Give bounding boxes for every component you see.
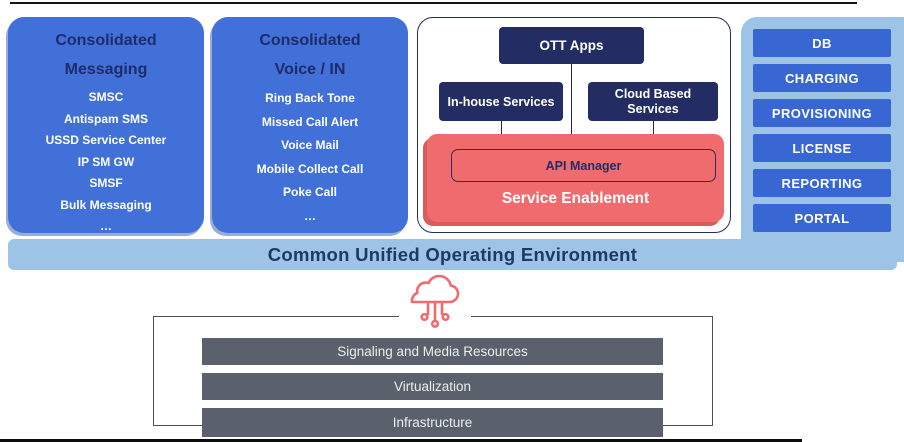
- support-systems-column: DB CHARGING PROVISIONING LICENSE REPORTI…: [741, 17, 904, 262]
- list-item: Voice Mail: [281, 138, 339, 152]
- reporting-box: REPORTING: [753, 169, 891, 197]
- panel-title-line: Voice / IN: [274, 61, 346, 78]
- panel-title-line: Consolidated: [259, 32, 361, 49]
- list-item: Missed Call Alert: [261, 114, 359, 129]
- panel-title-line: Messaging: [64, 61, 148, 78]
- provisioning-box: PROVISIONING: [753, 99, 891, 127]
- license-box: LICENSE: [753, 134, 891, 162]
- panel-title: Consolidated Messaging: [8, 26, 204, 84]
- charging-box: CHARGING: [753, 64, 891, 92]
- virtualization-bar: Virtualization: [202, 373, 663, 400]
- consolidated-voice-panel: Consolidated Voice / IN Ring Back Tone M…: [212, 17, 408, 233]
- panel-item-list: SMSC Antispam SMS USSD Service Center IP…: [8, 87, 204, 238]
- list-item: Ring Back Tone: [265, 91, 355, 105]
- panel-item-list: Ring Back Tone Missed Call Alert Voice M…: [212, 87, 408, 228]
- ott-apps-box: OTT Apps: [499, 27, 644, 64]
- service-enablement-label: Service Enablement: [501, 190, 650, 207]
- common-operating-environment-banner: Common Unified Operating Environment: [8, 239, 897, 270]
- db-box: DB: [753, 29, 891, 57]
- connector-ott-to-api: [570, 64, 572, 150]
- cloud-based-services-box: Cloud Based Services: [588, 82, 718, 121]
- list-item: …: [100, 219, 112, 233]
- slide-top-border: [10, 2, 857, 4]
- list-item: Antispam SMS: [63, 111, 148, 126]
- list-item: …: [304, 208, 316, 223]
- consolidated-messaging-panel: Consolidated Messaging SMSC Antispam SMS…: [8, 17, 204, 233]
- list-item: Mobile Collect Call: [256, 161, 364, 176]
- list-item: SMSC: [88, 90, 124, 104]
- list-item: Bulk Messaging: [60, 197, 152, 212]
- list-item: SMSF: [89, 176, 123, 190]
- api-manager-box: API Manager: [451, 149, 716, 182]
- infrastructure-bar: Infrastructure: [202, 408, 663, 437]
- list-item: IP SM GW: [77, 154, 135, 169]
- list-item: Poke Call: [282, 185, 338, 199]
- signaling-media-resources-bar: Signaling and Media Resources: [202, 338, 663, 365]
- service-enablement-box: API Manager Service Enablement: [427, 134, 724, 222]
- service-enablement-container: OTT Apps In-house Services Cloud Based S…: [417, 17, 731, 233]
- slide-bottom-border: [0, 439, 802, 442]
- panel-title: Consolidated Voice / IN: [212, 26, 408, 84]
- cloud-network-icon: [399, 274, 471, 332]
- inhouse-services-box: In-house Services: [439, 82, 563, 121]
- list-item: USSD Service Center: [45, 133, 167, 147]
- panel-title-line: Consolidated: [55, 32, 157, 49]
- portal-box: PORTAL: [753, 204, 891, 232]
- cloud-network-icon-svg: [410, 274, 460, 328]
